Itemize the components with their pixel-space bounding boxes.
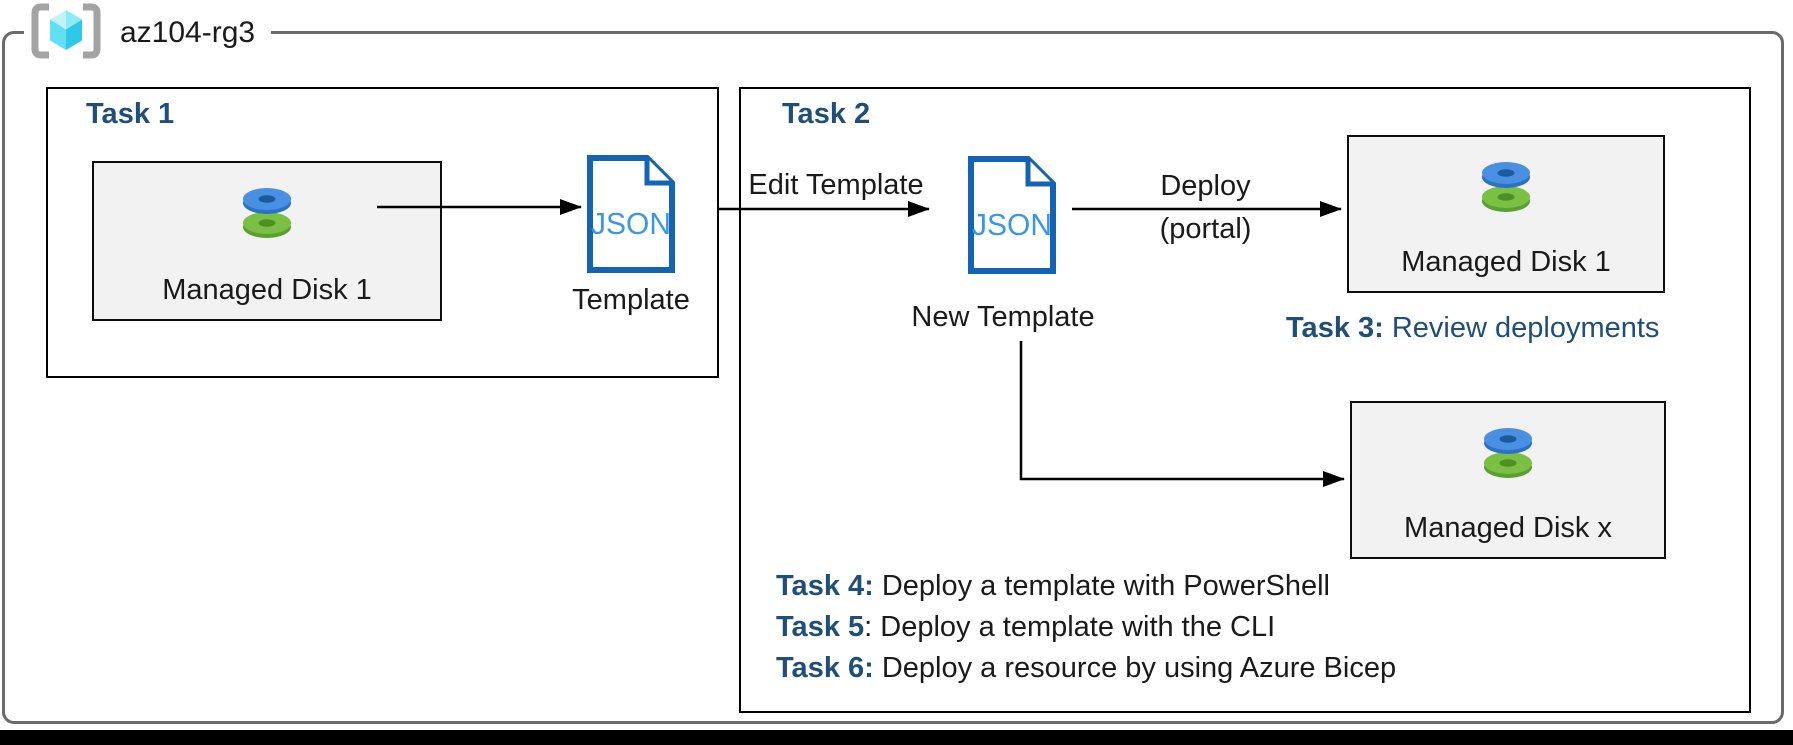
resource-group-header: az104-rg3 [24,0,272,67]
edit-template-label: Edit Template [748,169,924,201]
task6-caption: Task 6: Deploy a resource by using Azure… [776,648,1396,689]
tasks-4-6-captions: Task 4: Deploy a template with PowerShel… [776,566,1396,689]
template-json-icon: JSON [586,154,676,279]
managed-disk-1-box: Managed Disk 1 [92,161,442,321]
json-icon-text: JSON [591,206,671,241]
managed-disk-icon [1479,159,1533,220]
task3-label: Task 3: [1286,312,1384,344]
managed-disk-x-box: Managed Disk x [1350,401,1666,559]
task3-text: Review deployments [1383,312,1660,344]
resource-group-frame [2,31,1784,724]
task4-caption: Task 4: Deploy a template with PowerShel… [776,566,1396,607]
task2-title: Task 2 [782,98,871,130]
task4-label: Task 4: [776,570,874,602]
resource-group-name: az104-rg3 [120,16,256,49]
managed-disk-1-task2-label: Managed Disk 1 [1401,246,1611,278]
new-template-json-icon: JSON [967,155,1057,280]
task3-caption: Task 3: Review deployments [1286,312,1659,345]
managed-disk-icon [240,185,294,246]
managed-disk-x-label: Managed Disk x [1404,512,1612,544]
bottom-bar [0,730,1793,745]
json-icon-text: JSON [972,207,1052,242]
new-template-label: New Template [911,301,1095,333]
managed-disk-icon [1481,425,1535,486]
task6-text: Deploy a resource by using Azure Bicep [873,652,1397,684]
task1-title: Task 1 [86,98,175,130]
template-label: Template [572,284,690,316]
task5-text: : Deploy a template with the CLI [864,611,1276,643]
deploy-portal-label: (portal) [1159,213,1252,245]
deploy-label: Deploy [1160,170,1251,202]
managed-disk-1-task2-box: Managed Disk 1 [1347,135,1665,293]
task5-label: Task 5 [776,611,865,643]
task4-text: Deploy a template with PowerShell [873,570,1330,602]
azure-resource-group-icon [28,0,104,67]
managed-disk-1-label: Managed Disk 1 [162,274,372,306]
task6-label: Task 6: [776,652,874,684]
task5-caption: Task 5: Deploy a template with the CLI [776,607,1396,648]
